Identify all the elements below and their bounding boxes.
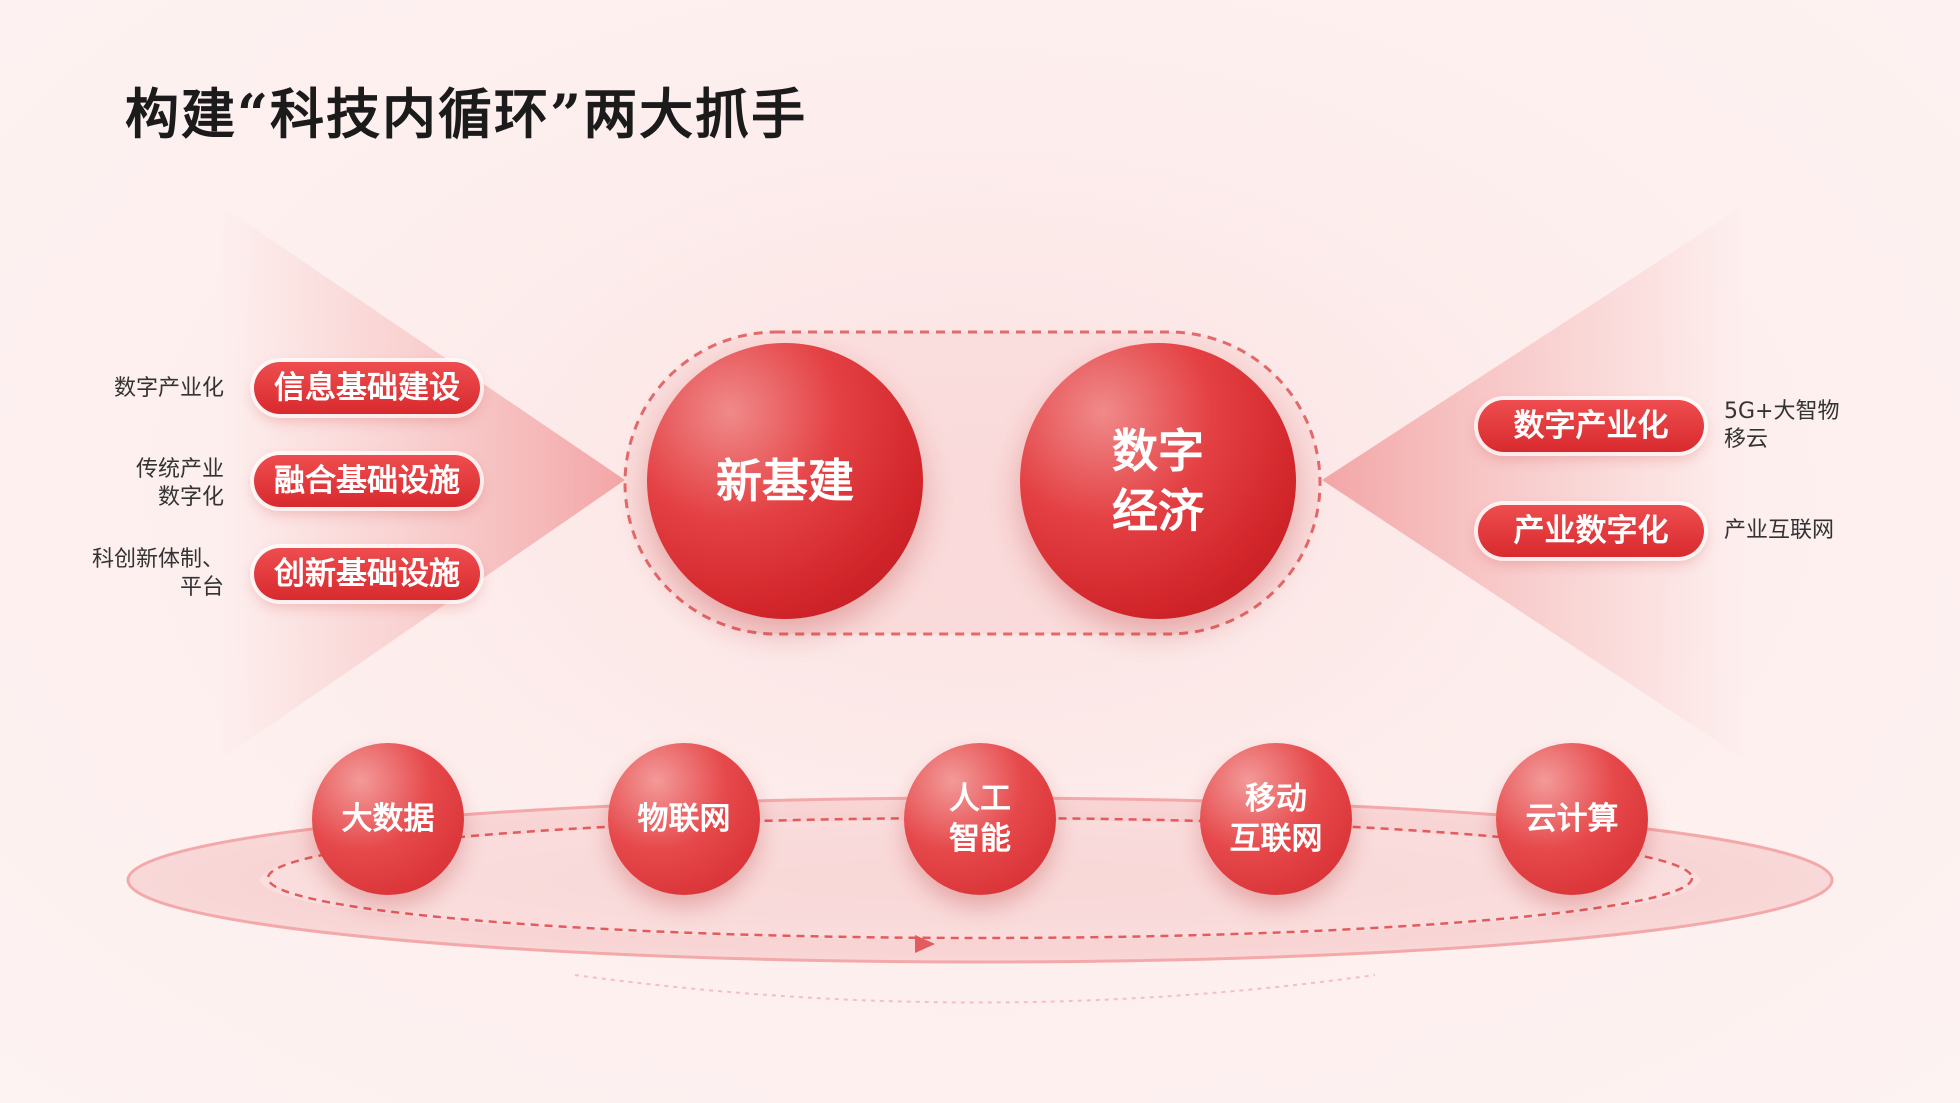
left-label-1: 数字产业化 [54,375,224,403]
bottom-plate-reflection [574,974,1376,1004]
circle-new-infrastructure: 新基建 [647,343,923,619]
circle-digital-economy-line-1: 数字 [1112,424,1204,478]
right-label-2-line-1: 产业互联网 [1724,518,1835,543]
pill-fusion-infrastructure: 融合基础设施 [254,455,480,507]
page-title: 构建“科技内循环”两大抓手 [125,82,808,146]
right-label-1: 5G+大智物 移云 [1724,398,1864,454]
circle-ai-line-2: 智能 [949,821,1011,857]
left-label-2-line-1: 传统产业 [135,457,224,482]
right-fan-shape [1322,205,1745,760]
left-label-3: 科创新体制、 平台 [54,546,224,602]
right-label-1-line-2: 移云 [1724,427,1769,452]
left-label-3-line-1: 科创新体制、 [91,547,224,572]
circle-new-infrastructure-label: 新基建 [716,454,854,508]
circle-mobile-internet-line-2: 互联网 [1229,821,1323,857]
circle-digital-economy-line-2: 经济 [1112,484,1204,538]
left-label-3-line-2: 平台 [179,575,224,600]
circle-big-data-label: 大数据 [341,801,435,837]
left-label-2: 传统产业 数字化 [54,456,224,512]
right-label-1-line-1: 5G+大智物 [1724,399,1840,424]
circle-digital-economy: 数字 经济 [1020,343,1296,619]
pill-digital-industrialization: 数字产业化 [1478,400,1704,452]
circle-big-data: 大数据 [312,743,464,895]
pill-industrial-digitalization: 产业数字化 [1478,505,1704,557]
left-label-2-line-2: 数字化 [157,485,224,510]
pill-info-infrastructure: 信息基础建设 [254,362,480,414]
right-label-2: 产业互联网 [1724,517,1864,545]
circle-iot-label: 物联网 [637,801,731,837]
circle-ai-line-1: 人工 [949,781,1011,817]
orbit-arrow-icon [915,935,935,953]
circle-iot: 物联网 [608,743,760,895]
left-label-1-line-1: 数字产业化 [113,376,224,401]
circle-ai: 人工 智能 [904,743,1056,895]
circle-cloud-computing-label: 云计算 [1525,801,1619,837]
circle-cloud-computing: 云计算 [1496,743,1648,895]
pill-innovation-infrastructure: 创新基础设施 [254,548,480,600]
circle-mobile-internet: 移动 互联网 [1200,743,1352,895]
circle-mobile-internet-line-1: 移动 [1245,781,1307,817]
